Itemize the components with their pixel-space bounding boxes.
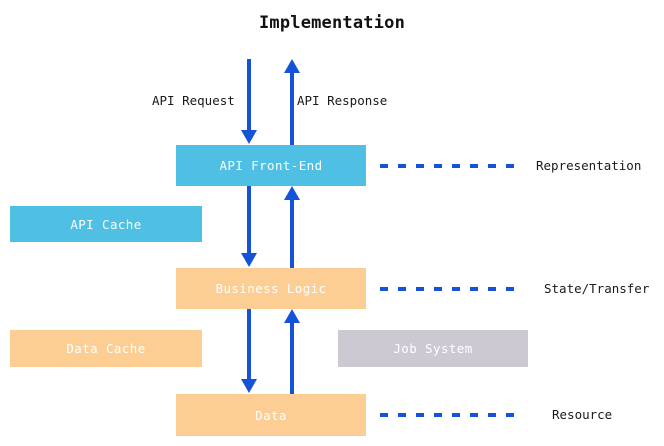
node-api-cache-label: API Cache <box>70 216 142 232</box>
node-job-system[interactable]: Job System <box>338 330 528 367</box>
node-job-system-label: Job System <box>393 341 473 356</box>
node-data-cache-label: Data Cache <box>66 341 146 356</box>
arrow-businesslogic-to-frontend-line <box>290 200 294 268</box>
node-data[interactable]: Data <box>176 394 366 436</box>
node-api-cache[interactable]: API Cache <box>10 206 202 242</box>
layer-label-resource: Resource <box>552 407 613 422</box>
arrow-api-response-line <box>290 73 294 145</box>
layer-label-state-transfer: State/Transfer <box>544 281 650 296</box>
arrow-api-response-head-icon <box>284 59 300 73</box>
arrow-api-request-head-icon <box>241 130 257 144</box>
arrow-frontend-to-businesslogic-line <box>247 186 251 254</box>
arrow-businesslogic-to-frontend-head-icon <box>284 186 300 200</box>
node-business-logic[interactable]: Business Logic <box>176 268 366 309</box>
dashed-connector-representation <box>380 164 520 168</box>
node-api-front-end[interactable]: API Front-End <box>176 145 366 186</box>
node-data-label: Data <box>255 407 287 423</box>
layer-label-representation: Representation <box>536 158 642 173</box>
edge-label-api-response: API Response <box>297 93 388 108</box>
node-api-front-end-label: API Front-End <box>219 158 323 173</box>
node-business-logic-label: Business Logic <box>215 281 327 296</box>
dashed-connector-state-transfer <box>380 287 520 291</box>
arrow-frontend-to-businesslogic-head-icon <box>241 253 257 267</box>
dashed-connector-resource <box>380 413 520 417</box>
arrow-data-to-businesslogic-head-icon <box>284 309 300 323</box>
arrow-businesslogic-to-data-head-icon <box>241 379 257 393</box>
arrow-data-to-businesslogic-line <box>290 323 294 394</box>
node-data-cache[interactable]: Data Cache <box>10 330 202 367</box>
page-title: Implementation <box>258 13 406 33</box>
edge-label-api-request: API Request <box>152 93 235 108</box>
arrow-businesslogic-to-data-line <box>247 309 251 380</box>
arrow-api-request-line <box>247 59 251 131</box>
